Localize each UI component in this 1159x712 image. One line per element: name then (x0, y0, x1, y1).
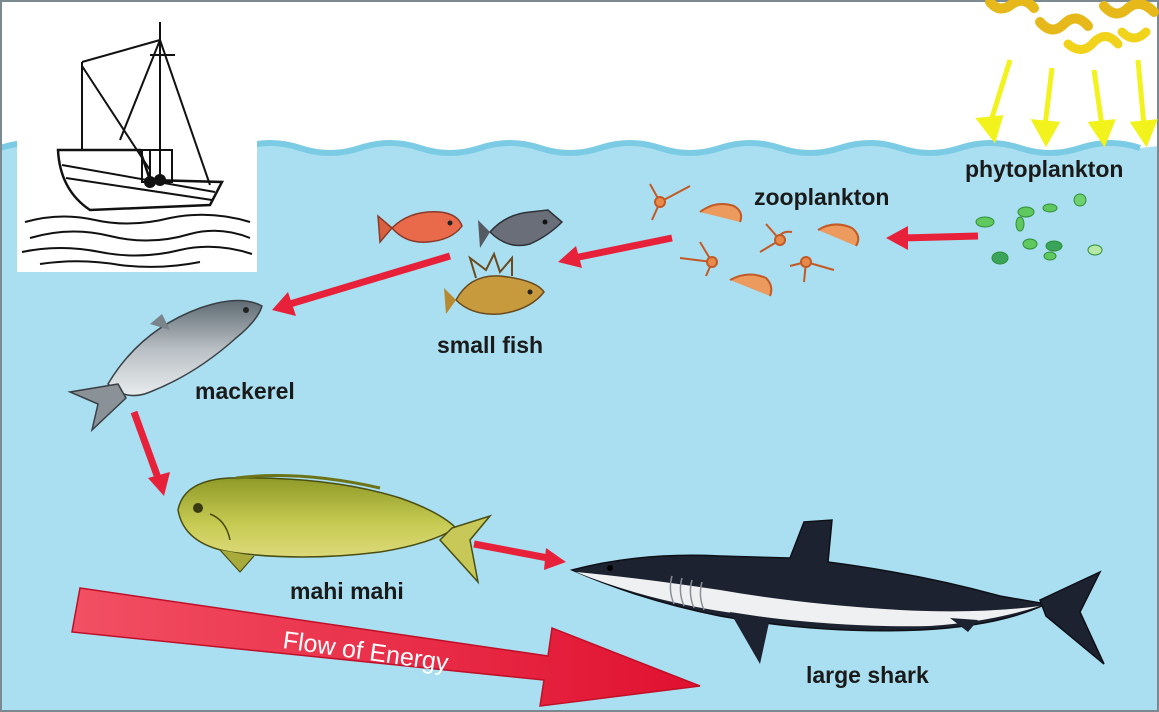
fishing-boat-icon (17, 18, 257, 272)
small-fish-label: small fish (437, 332, 543, 359)
mackerel-label: mackerel (195, 378, 295, 405)
large-shark-label: large shark (806, 662, 929, 689)
phytoplankton-label: phytoplankton (965, 156, 1123, 183)
mahi-mahi-label: mahi mahi (290, 578, 404, 605)
zooplankton-label: zooplankton (754, 184, 889, 211)
